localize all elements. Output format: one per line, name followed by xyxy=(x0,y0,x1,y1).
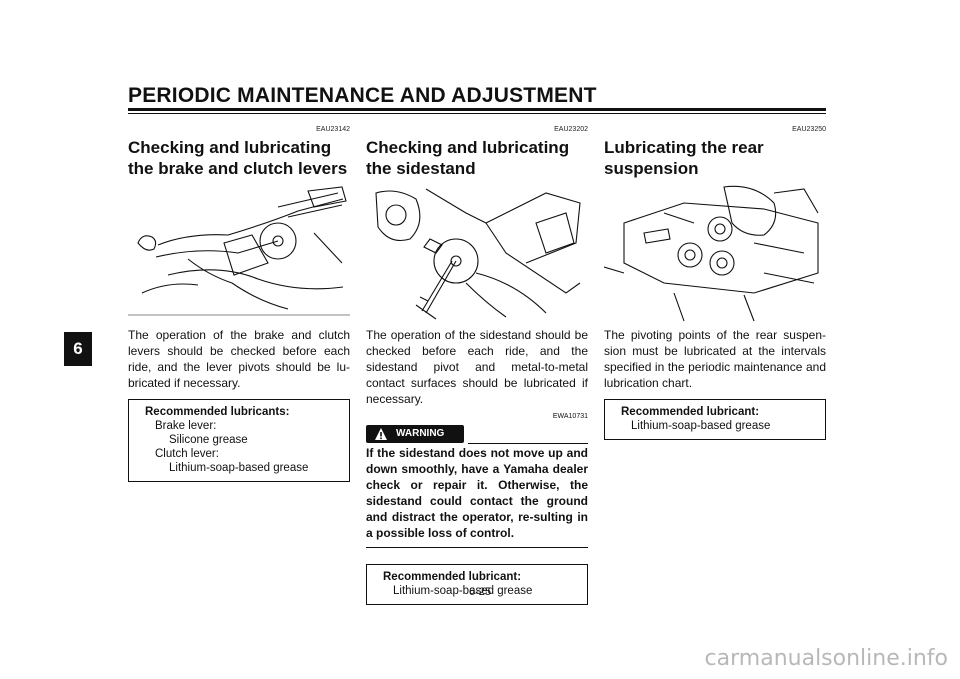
lubricants-title: Recommended lubricant: xyxy=(621,406,760,418)
lubricants-title: Recommended lubricant: xyxy=(383,571,522,583)
lubricant-item: Lithium-soap-based grease xyxy=(631,420,771,432)
lubricants-title: Recommended lubricants: xyxy=(145,406,290,418)
chapter-tab: 6 xyxy=(64,332,92,366)
section-sidestand: EAU23202 Checking and lubricating the si… xyxy=(366,126,588,605)
lubricants-box: Recommended lubricant: Lithium-soap-base… xyxy=(366,564,588,605)
lubricant-item: Lithium-soap-based grease xyxy=(169,462,309,474)
lubricant-item: Clutch lever: xyxy=(155,448,219,460)
lubricant-item: Brake lever: xyxy=(155,420,217,432)
lubricant-item: Silicone grease xyxy=(169,434,248,446)
header-rule xyxy=(128,108,826,111)
lubricant-item: Lithium-soap-based grease xyxy=(393,585,533,597)
section-heading: Checking and lubricating the sidestand xyxy=(366,138,570,178)
lubricants-box: Recommended lubricant: Lithium-soap-base… xyxy=(604,399,826,440)
page-number: 6-25 xyxy=(468,586,492,598)
section-rear-suspension: EAU23250 Lubricating the rear suspension… xyxy=(604,126,826,440)
warning-text: If the sidestand does not move up and do… xyxy=(366,445,588,548)
header-rule-thin xyxy=(128,113,826,114)
page-title: PERIODIC MAINTENANCE AND ADJUSTMENT xyxy=(128,84,597,107)
warning-rule xyxy=(468,443,588,444)
warning-code: EWA10731 xyxy=(552,413,588,420)
section-body: The operation of the sidestand should be… xyxy=(366,328,588,406)
section-code: EAU23142 xyxy=(316,126,350,133)
warning-badge: WARNING xyxy=(366,425,464,443)
sidestand-illustration xyxy=(366,183,588,323)
section-brake-clutch: EAU23142 Checking and lubricating the br… xyxy=(128,126,350,482)
rear-suspension-illustration xyxy=(604,183,826,323)
warning-label: WARNING xyxy=(396,428,445,439)
section-body: The operation of the brake and clutch le… xyxy=(128,328,350,390)
watermark: carmanualsonline.info xyxy=(704,646,948,671)
brake-lever-illustration xyxy=(128,183,350,323)
section-code: EAU23202 xyxy=(554,126,588,133)
warning-header: EWA10731 WARNING xyxy=(366,413,588,444)
section-heading: Checking and lubricating the brake and c… xyxy=(128,138,348,178)
section-code: EAU23250 xyxy=(792,126,826,133)
section-body: The pivoting points of the rear suspen-s… xyxy=(604,328,826,390)
warning-triangle-icon xyxy=(375,428,387,440)
lubricants-box: Recommended lubricants: Brake lever: Sil… xyxy=(128,399,350,482)
section-heading: Lubricating the rear suspension xyxy=(604,138,764,178)
